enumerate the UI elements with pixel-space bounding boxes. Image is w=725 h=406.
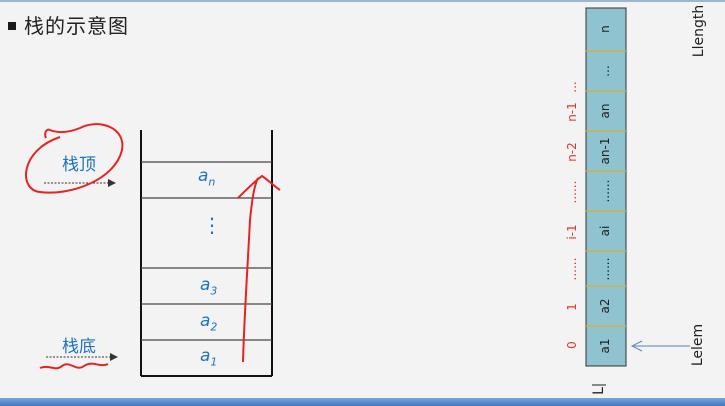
stack-bottom-label: 栈底 xyxy=(62,337,96,357)
array-cell-n: n xyxy=(598,25,612,33)
llength-label: Llength xyxy=(691,4,707,58)
circle-annotation xyxy=(25,123,124,194)
array-cell-ellipsis-mid: ...... xyxy=(598,179,612,203)
array-cell-an: an xyxy=(598,103,612,119)
stack-cell-a2: a2 xyxy=(200,311,218,334)
bottom-pointer-arrow-icon xyxy=(110,353,118,361)
array-cell-a1: a1 xyxy=(598,338,612,354)
slide-title: 栈的示意图 xyxy=(8,10,129,39)
array-cell-an-1: an-1 xyxy=(598,137,612,165)
array-cell-a2: a2 xyxy=(598,298,612,314)
lelem-arrow-icon xyxy=(630,340,643,352)
array-cell-ellipsis-top: ... xyxy=(598,65,612,77)
array-cell-ai: ai xyxy=(598,225,612,237)
stack-cell-a3: a3 xyxy=(200,275,218,298)
lelem-label: Lelem xyxy=(690,323,706,367)
array-index-0: 0 xyxy=(565,341,579,349)
bottom-bar xyxy=(0,398,725,406)
array-block xyxy=(585,7,627,367)
push-arrow-annotation xyxy=(237,174,281,363)
top-border xyxy=(0,0,725,2)
array-cell-ellipsis-low: ...... xyxy=(598,257,612,281)
underline-annotation xyxy=(39,362,109,370)
stack-cell-ellipsis: ⋮ xyxy=(202,213,222,237)
top-pointer-arrow-icon xyxy=(108,179,116,187)
slide-title-text: 栈的示意图 xyxy=(24,14,129,38)
bullet-icon xyxy=(8,21,16,30)
stack-top-label: 栈顶 xyxy=(62,155,96,175)
stack-cell-an: an xyxy=(198,166,216,189)
stack-cell-a1: a1 xyxy=(200,346,218,369)
